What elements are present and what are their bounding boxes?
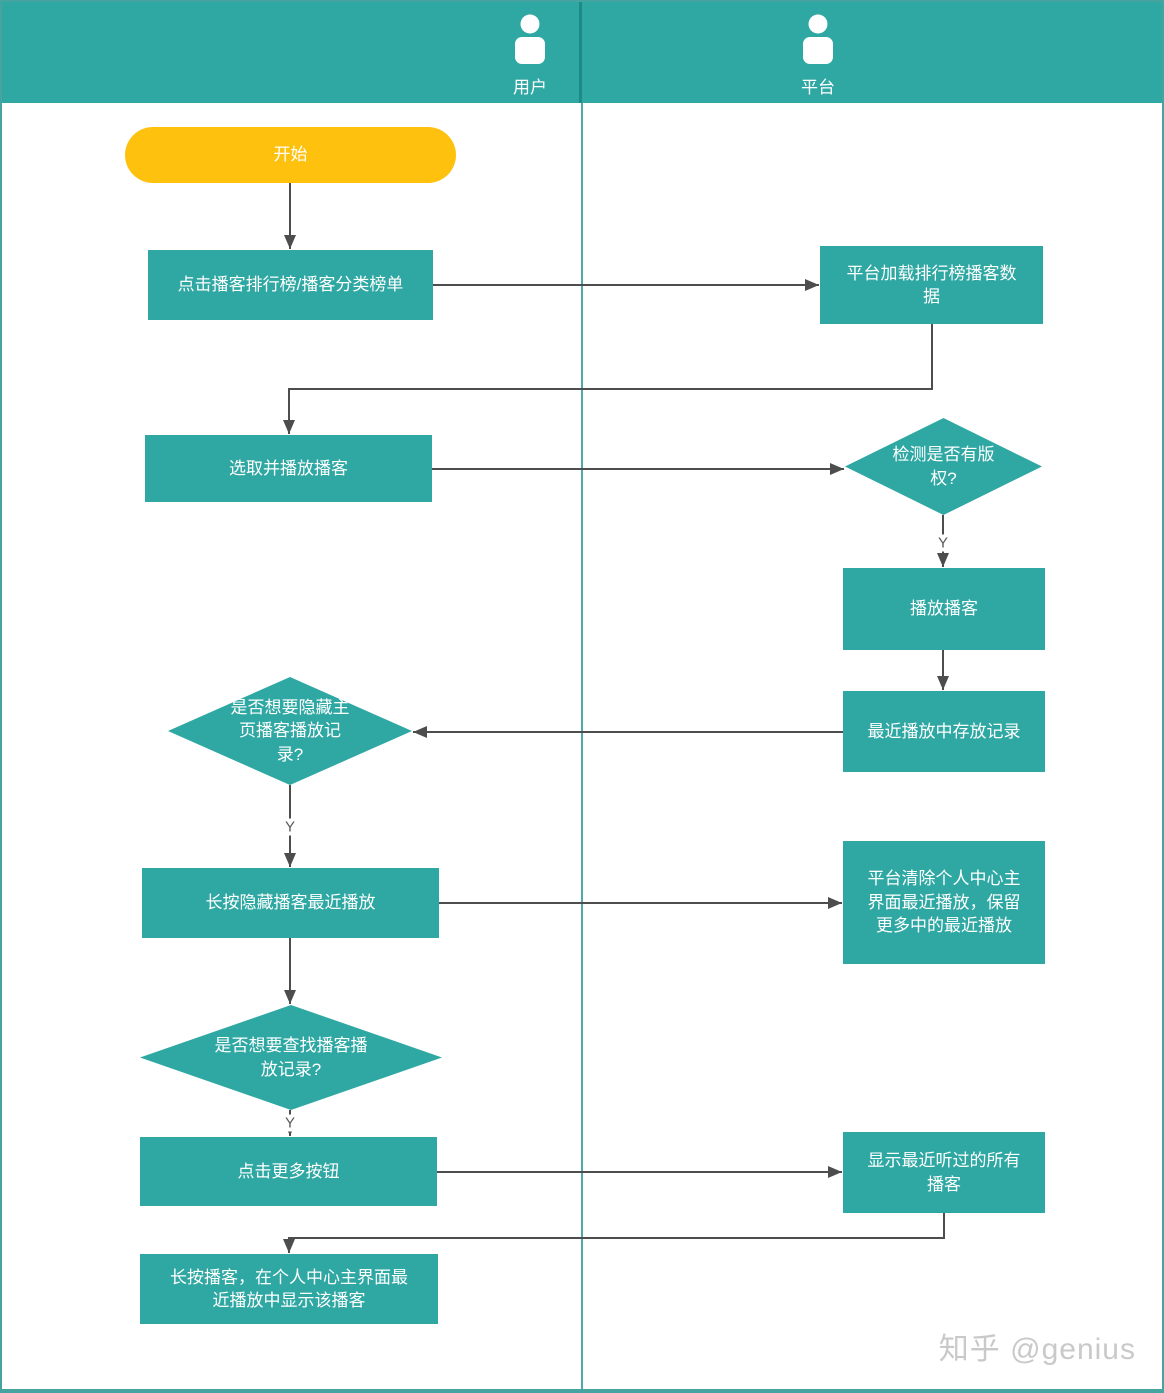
node-platform-load-ranking-data: 平台加载排行榜播客数 据	[820, 246, 1043, 324]
node-click-podcast-ranking: 点击播客排行榜/播客分类榜单	[148, 250, 433, 320]
zhihu-watermark: 知乎 @genius	[938, 1333, 1136, 1366]
connector-show-all-to-longpress-show	[283, 1213, 945, 1253]
node-select-and-play-podcast: 选取并播放播客	[145, 435, 432, 502]
node-store-recent-play-record: 最近播放中存放记录	[843, 691, 1045, 772]
person-icon	[796, 14, 840, 66]
node-play-podcast: 播放播客	[843, 568, 1045, 650]
connector-load-data-to-select-play	[283, 324, 933, 434]
edge-label-yes: Y	[281, 1114, 299, 1132]
lane-user: 用户	[490, 14, 570, 98]
node-platform-clear-recent: 平台清除个人中心主 界面最近播放，保留 更多中的最近播放	[843, 841, 1045, 964]
lane-user-label: 用户	[513, 78, 547, 97]
edge-label-yes: Y	[934, 534, 952, 552]
lane-platform: 平台	[778, 14, 858, 98]
node-longpress-hide-recent: 长按隐藏播客最近播放	[142, 868, 439, 938]
lane-divider-header	[579, 2, 582, 103]
edge-label-yes: Y	[281, 818, 299, 836]
lane-platform-label: 平台	[801, 78, 835, 97]
node-show-all-recent-podcasts: 显示最近听过的所有 播客	[843, 1132, 1045, 1213]
person-icon	[508, 14, 552, 66]
swimlane-header: 用户 平台	[2, 2, 1162, 103]
lane-divider	[581, 103, 583, 1389]
node-longpress-show-podcast: 长按播客，在个人中心主界面最 近播放中显示该播客	[140, 1254, 438, 1324]
node-start: 开始	[125, 127, 456, 183]
node-click-more-button: 点击更多按钮	[140, 1137, 437, 1206]
